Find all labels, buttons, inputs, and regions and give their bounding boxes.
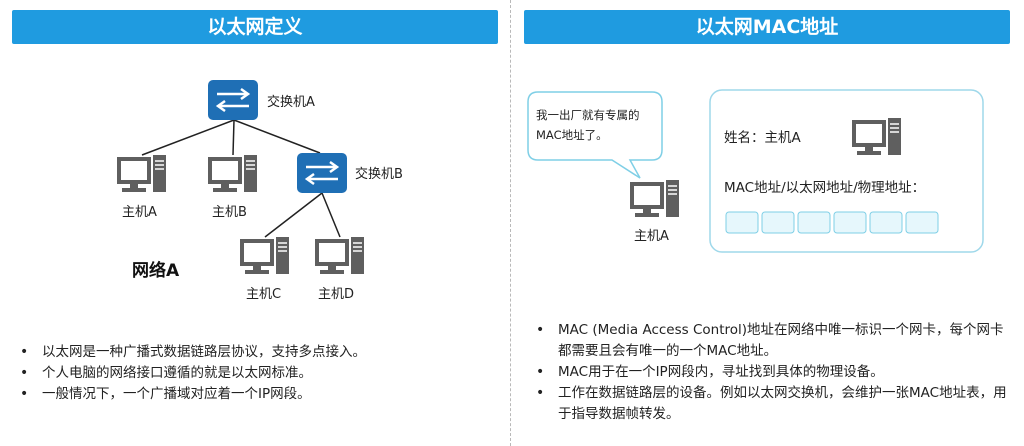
host-d-label: 主机D: [318, 287, 354, 302]
bubble-line-1: 我一出厂就有专属的: [536, 108, 640, 122]
host-a-label: 主机A: [122, 205, 157, 220]
computer-icon: [314, 236, 365, 275]
mac-address-cells: [725, 211, 939, 234]
bullet-item: MAC (Media Access Control)地址在网络中唯一标识一个网卡…: [530, 320, 1014, 362]
bullet-item: 工作在数据链路层的设备。例如以太网交换机，会维护一张MAC地址表，用于指导数据帧…: [530, 383, 1014, 425]
switch-icon: [206, 78, 260, 122]
network-label: 网络A: [132, 260, 180, 281]
card-mac-label: MAC地址/以太网地址/物理地址：: [724, 180, 925, 196]
left-panel-title: 以太网定义: [12, 10, 498, 44]
switch-a-label: 交换机A: [267, 94, 315, 110]
card-name: 姓名：主机A: [724, 130, 801, 146]
host-c-label: 主机C: [246, 287, 281, 302]
computer-icon: [116, 154, 167, 193]
switch-icon: [295, 151, 349, 195]
panel-divider: [510, 0, 511, 446]
switch-b-label: 交换机B: [355, 166, 403, 182]
mac-info-card: 姓名：主机A MAC地址/以太网地址/物理地址：: [709, 89, 984, 253]
speech-bubble: 我一出厂就有专属的 MAC地址了。: [527, 91, 663, 179]
topology-links: [141, 119, 341, 238]
computer-icon: [239, 236, 290, 275]
computer-icon: [629, 179, 680, 218]
left-bullet-list: 以太网是一种广播式数据链路层协议，支持多点接入。 个人电脑的网络接口遵循的就是以…: [14, 342, 504, 405]
right-bullet-list: MAC (Media Access Control)地址在网络中唯一标识一个网卡…: [530, 320, 1014, 425]
bullet-item: 以太网是一种广播式数据链路层协议，支持多点接入。: [14, 342, 504, 363]
bullet-item: 个人电脑的网络接口遵循的就是以太网标准。: [14, 363, 504, 384]
right-panel-title: 以太网MAC地址: [524, 10, 1010, 44]
computer-icon: [207, 154, 258, 193]
bubble-line-2: MAC地址了。: [536, 128, 608, 142]
bullet-item: MAC用于在一个IP网段内，寻址找到具体的物理设备。: [530, 362, 1014, 383]
right-host-label: 主机A: [634, 229, 669, 244]
host-b-label: 主机B: [212, 205, 247, 220]
bullet-item: 一般情况下，一个广播域对应着一个IP网段。: [14, 384, 504, 405]
